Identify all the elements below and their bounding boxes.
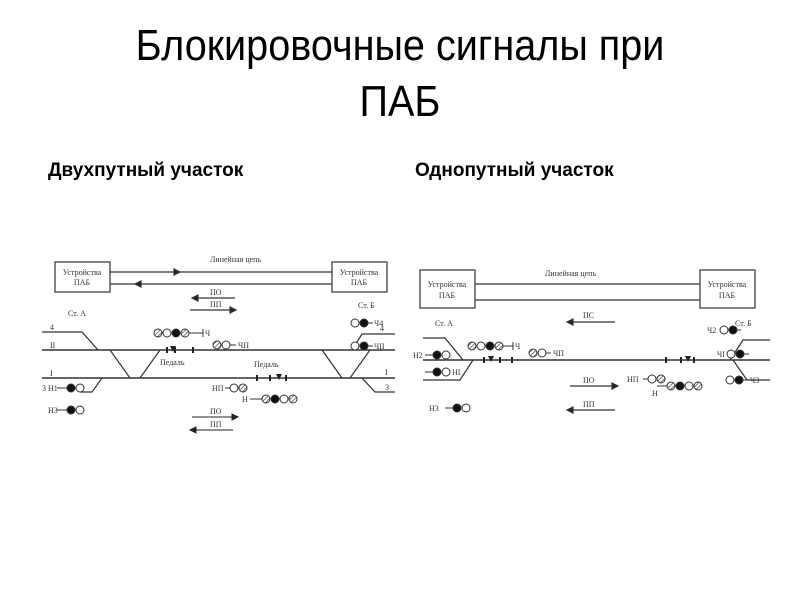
track-II-left: II <box>50 341 56 350</box>
arrow-ps-label: ПС <box>583 311 594 320</box>
station-a-label: Ст. А <box>435 319 453 328</box>
signal-ch3-label: Ч3 <box>750 376 759 385</box>
device-left-line1: Устройства <box>63 268 102 277</box>
device-box-left <box>54 261 111 293</box>
heading-single-track: Однопутный участок <box>415 160 614 181</box>
signal-chII-label: ЧII <box>374 342 385 351</box>
signal-chp-label: ЧП <box>238 341 249 350</box>
track-I-left: I <box>50 369 53 378</box>
device-left-line1: Устройства <box>428 280 467 289</box>
signal-chI-label: ЧI <box>717 350 725 359</box>
signal-ch2-label: Ч2 <box>707 326 716 335</box>
line-circuit-label: Линейная цепь <box>545 269 596 278</box>
signal-nI-label: НI <box>452 368 461 377</box>
station-b-label: Ст. Б <box>358 301 375 310</box>
signal-n3-label: Н3 <box>48 406 58 415</box>
arrow-pp-top: ПП <box>210 300 222 309</box>
signal-n-label: Н <box>652 389 658 398</box>
line-circuit-label: Линейная цепь <box>210 255 261 264</box>
track-3-right: 3 <box>385 383 389 392</box>
signal-n1-label: Н1 <box>48 384 58 393</box>
device-left-line2: ПАБ <box>439 291 456 300</box>
device-left-line2: ПАБ <box>74 278 91 287</box>
station-a-label: Ст. А <box>68 309 86 318</box>
slide-title: Блокировочные сигналы при ПАБ <box>40 18 760 130</box>
track-I-right: I <box>385 368 388 377</box>
title-line-1: Блокировочные сигналы при <box>135 21 665 70</box>
signal-n-label: Н <box>242 395 248 404</box>
double-track-diagram: Устройства ПАБ Устройства ПАБ Линейная ц… <box>42 255 395 434</box>
track-4-right: 4 <box>380 324 384 333</box>
pedal-label-left: Педаль <box>160 358 185 367</box>
arrow-po-top: ПО <box>210 288 222 297</box>
arrow-po-bottom: ПО <box>210 407 222 416</box>
signal-n2-label: Н2 <box>413 351 423 360</box>
track-3-left: 3 <box>42 384 46 393</box>
arrow-pp-bottom: ПП <box>210 420 222 429</box>
signal-ch-label: Ч <box>515 342 520 351</box>
signal-np-label: НП <box>212 384 224 393</box>
signal-ch-label: Ч <box>205 329 210 338</box>
device-right-line1: Устройства <box>340 268 379 277</box>
device-box-left <box>419 269 476 309</box>
title-line-2: ПАБ <box>359 77 441 126</box>
arrow-pp-label: ПП <box>583 400 595 409</box>
heading-double-track: Двухпутный участок <box>48 160 244 181</box>
signal-chp-label: ЧП <box>553 349 564 358</box>
single-track-diagram: Устройства ПАБ Устройства ПАБ Линейная ц… <box>413 269 770 414</box>
station-b-label: Ст. Б <box>735 319 752 328</box>
device-box-right <box>331 261 388 293</box>
track-4-left: 4 <box>50 323 54 332</box>
signal-np-label: НП <box>627 375 639 384</box>
device-box-right <box>699 269 756 309</box>
arrow-po-label: ПО <box>583 376 595 385</box>
pedal-label-right: Педаль <box>254 360 279 369</box>
signal-n3-label: Н3 <box>429 404 439 413</box>
device-right-line1: Устройства <box>708 280 747 289</box>
device-right-line2: ПАБ <box>719 291 736 300</box>
signal-ch4-label: Ч4 <box>374 319 383 328</box>
device-right-line2: ПАБ <box>351 278 368 287</box>
